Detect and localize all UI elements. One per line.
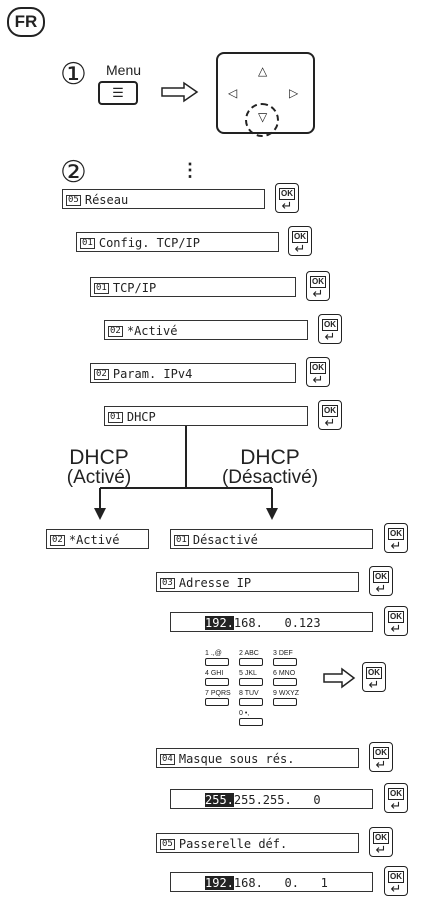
arrow-right-icon: [323, 667, 356, 689]
ok-button[interactable]: OK↵: [384, 866, 408, 896]
step-1-number: ①: [60, 57, 87, 92]
ok-button[interactable]: OK↵: [306, 271, 330, 301]
menu-label: Menu: [106, 62, 142, 78]
down-key-highlight: [245, 103, 279, 137]
ok-button[interactable]: OK↵: [306, 357, 330, 387]
left-arrow-icon[interactable]: ◁: [228, 86, 238, 100]
keypad-key[interactable]: 7 PQRS: [205, 690, 231, 706]
keypad-key[interactable]: 4 GHI: [205, 670, 229, 686]
ok-button[interactable]: OK↵: [318, 400, 342, 430]
keypad-key[interactable]: 9 WXYZ: [273, 690, 299, 706]
branch-label-dhcp-inactive: DHCP(Désactivé): [221, 446, 319, 488]
keypad-key[interactable]: 5 JKL: [239, 670, 263, 686]
screen-dhcp-active: 02*Activé: [46, 529, 149, 549]
ok-button[interactable]: OK↵: [369, 566, 393, 596]
menu-button[interactable]: ☰: [98, 81, 138, 105]
keypad-key[interactable]: 3 DEF: [273, 650, 297, 666]
ok-button[interactable]: OK↵: [362, 662, 386, 692]
keypad-key[interactable]: 1 .,@: [205, 650, 229, 666]
ok-button[interactable]: OK↵: [318, 314, 342, 344]
ok-button[interactable]: OK↵: [384, 783, 408, 813]
ok-button[interactable]: OK↵: [275, 183, 299, 213]
arrow-right-icon: [161, 81, 199, 103]
branch-connector: [94, 426, 278, 520]
keypad-key[interactable]: 8 TUV: [239, 690, 263, 706]
ok-button[interactable]: OK↵: [288, 226, 312, 256]
ok-button[interactable]: OK↵: [369, 827, 393, 857]
language-badge: FR: [7, 7, 45, 37]
ok-button[interactable]: OK↵: [384, 523, 408, 553]
subnet-mask-input[interactable]: 255.255.255. 0: [170, 789, 373, 809]
keypad-key[interactable]: 6 MNO: [273, 670, 297, 686]
keypad-key[interactable]: 0 •,: [239, 710, 263, 726]
up-arrow-icon[interactable]: △: [258, 64, 268, 78]
ip-address-input[interactable]: 192.168. 0.123: [170, 612, 373, 632]
keypad-key[interactable]: 2 ABC: [239, 650, 263, 666]
down-arrow-icon[interactable]: ▽: [258, 110, 268, 124]
continuation-dots: ⋮: [181, 160, 199, 180]
ok-button[interactable]: OK↵: [369, 742, 393, 772]
screen-active: 02*Activé: [104, 320, 308, 340]
right-arrow-icon[interactable]: ▷: [289, 86, 299, 100]
step-2-number: ②: [60, 155, 87, 190]
gateway-input[interactable]: 192.168. 0. 1: [170, 872, 373, 892]
ok-button[interactable]: OK↵: [384, 606, 408, 636]
branch-label-dhcp-active: DHCP(Activé): [66, 446, 132, 488]
